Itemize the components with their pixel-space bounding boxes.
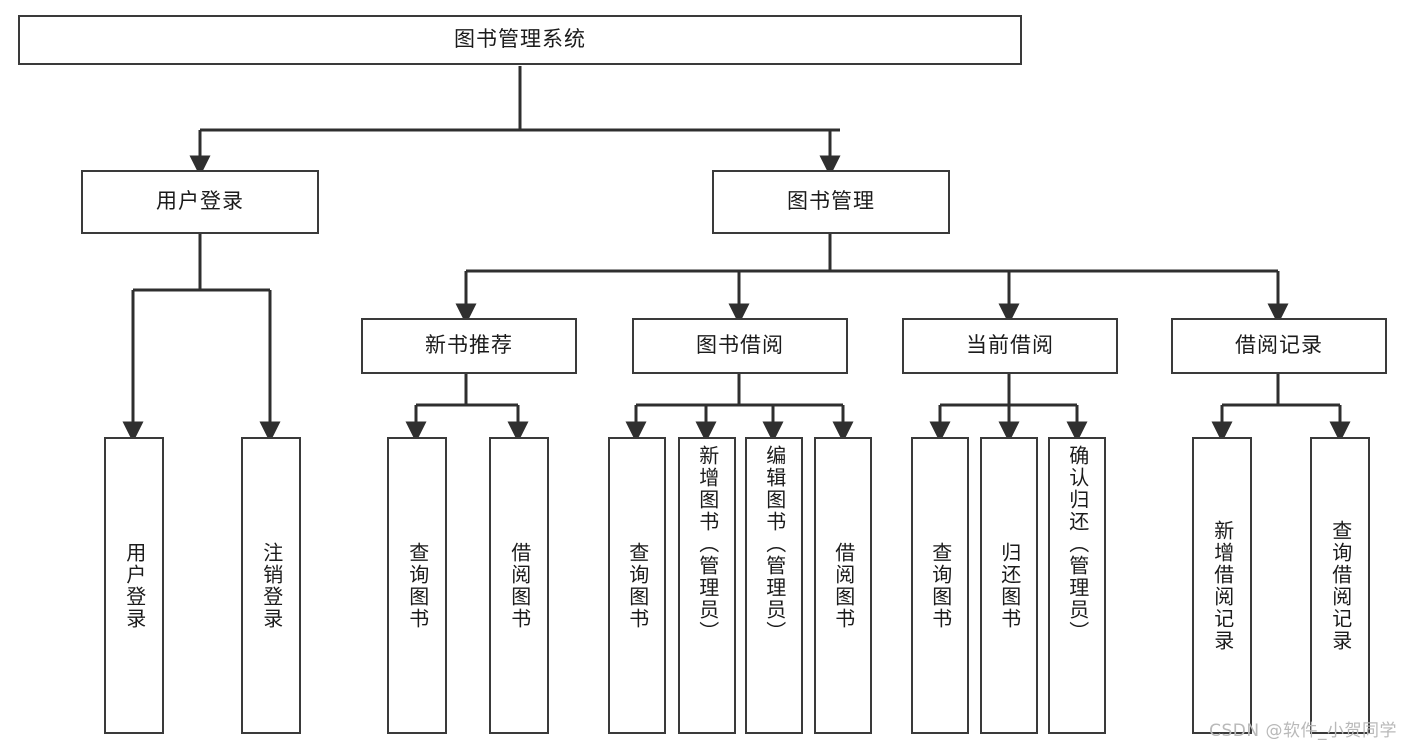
node-new-book-recommend-label: 新书推荐 [425,333,513,358]
leaf-book-borrow-4-label: 借阅图书 [831,541,856,630]
leaf-book-borrow-2-label: 新增图书（管理员） [695,445,720,643]
leaf-current-borrow-1-label: 查询图书 [928,541,953,630]
leaf-book-borrow-2[interactable]: 新增图书（管理员） [678,437,736,734]
node-borrow-record[interactable]: 借阅记录 [1171,318,1387,374]
leaf-borrow-record-2[interactable]: 查询借阅记录 [1310,437,1370,734]
node-root-label: 图书管理系统 [454,27,586,52]
leaf-book-borrow-4[interactable]: 借阅图书 [814,437,872,734]
leaf-book-borrow-3[interactable]: 编辑图书（管理员） [745,437,803,734]
node-book-borrow[interactable]: 图书借阅 [632,318,848,374]
leaf-new-book-1-label: 查询图书 [405,541,430,630]
node-current-borrow-label: 当前借阅 [966,333,1054,358]
leaf-borrow-record-1[interactable]: 新增借阅记录 [1192,437,1252,734]
leaf-current-borrow-2-label: 归还图书 [997,541,1022,630]
leaf-current-borrow-3[interactable]: 确认归还（管理员） [1048,437,1106,734]
leaf-current-borrow-1[interactable]: 查询图书 [911,437,969,734]
node-user-login-label: 用户登录 [156,189,244,214]
leaf-borrow-record-1-label: 新增借阅记录 [1210,519,1235,652]
node-root[interactable]: 图书管理系统 [18,15,1022,65]
node-book-borrow-label: 图书借阅 [696,333,784,358]
node-current-borrow[interactable]: 当前借阅 [902,318,1118,374]
leaf-user-login-2-label: 注销登录 [259,541,284,630]
leaf-current-borrow-3-label: 确认归还（管理员） [1065,445,1090,643]
node-book-manage[interactable]: 图书管理 [712,170,950,234]
leaf-new-book-1[interactable]: 查询图书 [387,437,447,734]
leaf-user-login-1[interactable]: 用户登录 [104,437,164,734]
leaf-new-book-2[interactable]: 借阅图书 [489,437,549,734]
leaf-current-borrow-2[interactable]: 归还图书 [980,437,1038,734]
leaf-user-login-1-label: 用户登录 [122,541,147,630]
node-new-book-recommend[interactable]: 新书推荐 [361,318,577,374]
leaf-book-borrow-1-label: 查询图书 [625,541,650,630]
node-borrow-record-label: 借阅记录 [1235,333,1323,358]
node-user-login[interactable]: 用户登录 [81,170,319,234]
leaf-new-book-2-label: 借阅图书 [507,541,532,630]
leaf-book-borrow-1[interactable]: 查询图书 [608,437,666,734]
leaf-book-borrow-3-label: 编辑图书（管理员） [762,445,787,643]
leaf-borrow-record-2-label: 查询借阅记录 [1328,519,1353,652]
node-book-manage-label: 图书管理 [787,189,875,214]
leaf-user-login-2[interactable]: 注销登录 [241,437,301,734]
